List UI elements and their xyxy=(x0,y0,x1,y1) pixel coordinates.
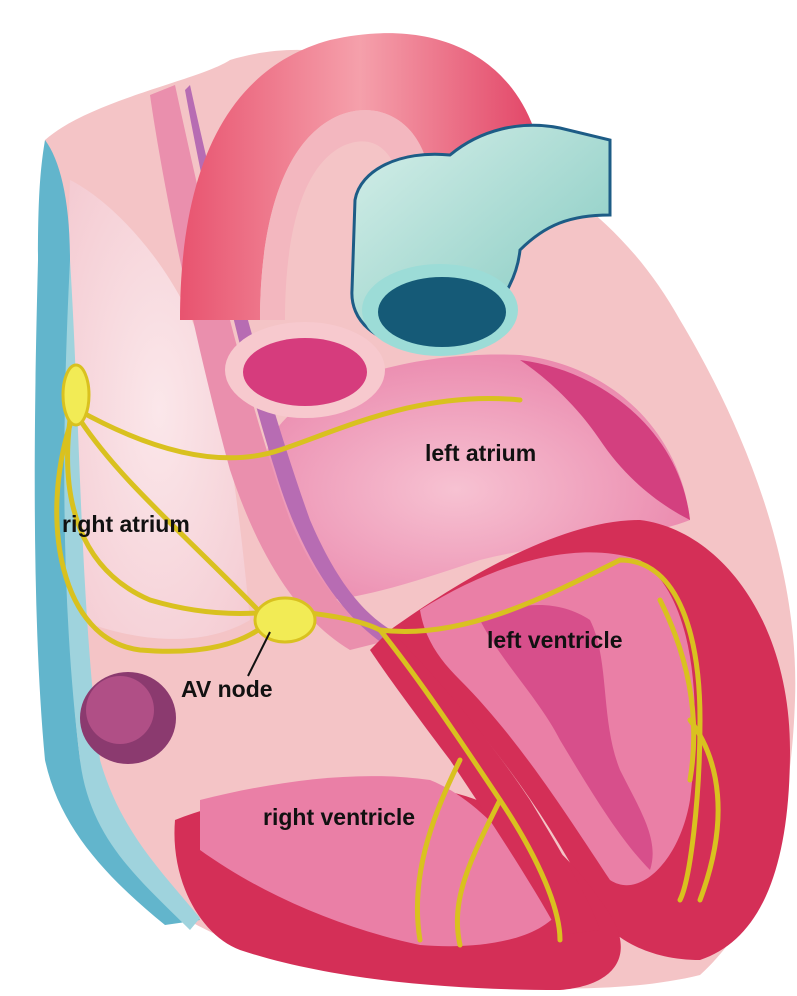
sa-node xyxy=(63,365,89,425)
label-right-atrium: right atrium xyxy=(62,511,190,538)
label-av-node: AV node xyxy=(181,676,273,703)
aortic-opening xyxy=(243,338,367,406)
label-left-ventricle: left ventricle xyxy=(487,627,623,654)
av-node xyxy=(255,598,315,642)
label-left-atrium: left atrium xyxy=(425,440,536,467)
inferior-vena-cava-inner xyxy=(86,676,154,744)
pulmonary-artery-lumen xyxy=(378,277,506,347)
label-right-ventricle: right ventricle xyxy=(263,804,415,831)
